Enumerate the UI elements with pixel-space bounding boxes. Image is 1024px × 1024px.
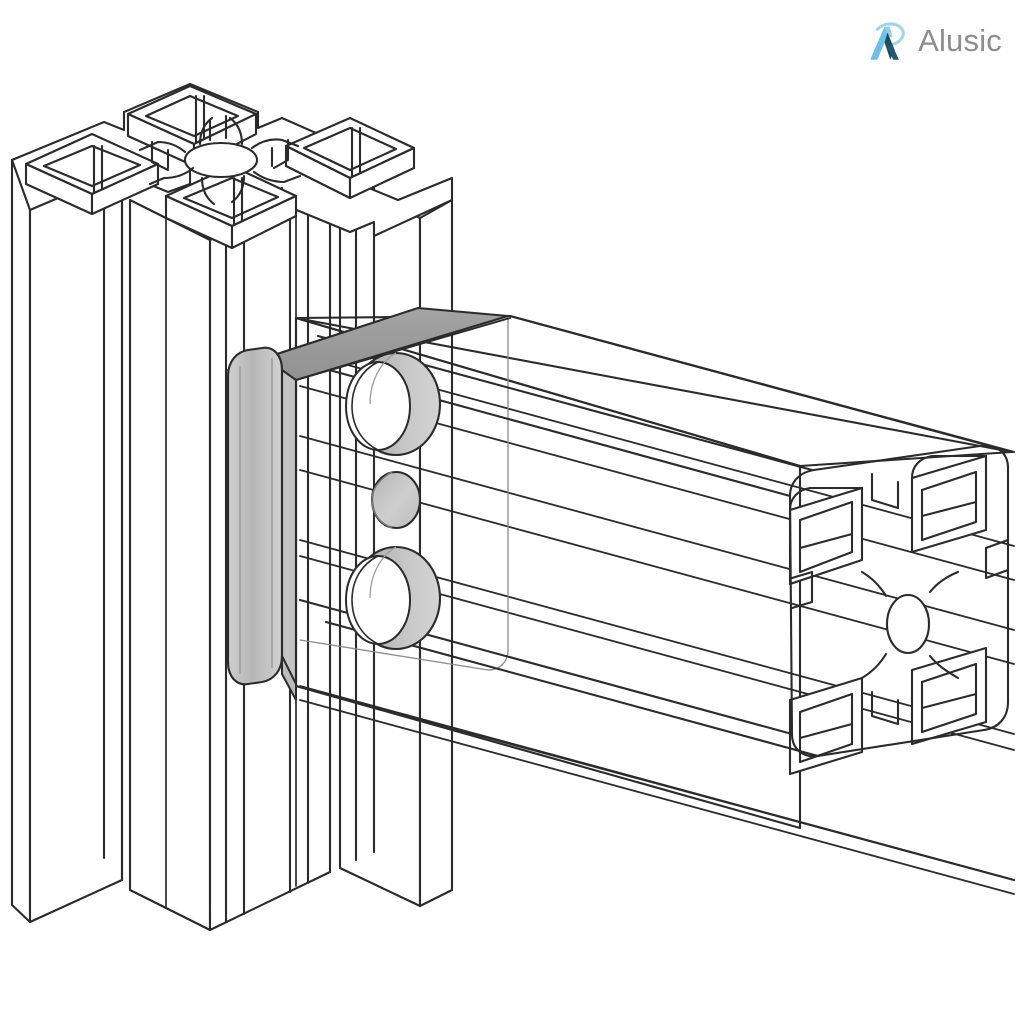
post-left-leg xyxy=(10,122,124,924)
post-top-cross-section xyxy=(10,82,454,250)
beam-foreground-edges xyxy=(295,317,511,701)
beam-end-outline xyxy=(788,444,1010,758)
post-chamber-rear xyxy=(126,84,258,168)
post-slot-inner-faces xyxy=(150,114,290,172)
connector-bracket xyxy=(226,306,510,701)
middle-pilot-hole xyxy=(370,470,422,530)
alusic-a-logo-icon xyxy=(870,22,905,60)
brand-name: Alusic xyxy=(918,22,1002,58)
horizontal-beam-profile xyxy=(294,314,1016,895)
bracket-left-edge xyxy=(226,346,284,686)
beam-chamber-upper-right xyxy=(910,454,988,554)
bracket-edge-highlight xyxy=(239,358,273,674)
lower-counterbore-hole xyxy=(345,545,442,651)
beam-chamber-upper-left xyxy=(788,486,864,586)
post-chamber-left xyxy=(24,132,160,216)
brand-logo: Alusic xyxy=(863,18,1002,64)
post-central-bore xyxy=(183,141,259,179)
beam-central-bore xyxy=(885,593,931,655)
beam-chamber-lower-left xyxy=(788,676,864,776)
post-chamber-right xyxy=(284,116,416,200)
beam-end-slot-mouths xyxy=(790,472,1010,726)
post-chamber-front xyxy=(164,164,298,250)
beam-ghost-edges xyxy=(299,317,509,671)
beam-end-ribs xyxy=(860,570,960,680)
bracket-face-strip xyxy=(280,367,298,687)
upper-counterbore-hole xyxy=(345,351,442,457)
beam-end-cross-section xyxy=(788,444,1010,776)
beam-chamber-lower-right xyxy=(910,646,988,746)
